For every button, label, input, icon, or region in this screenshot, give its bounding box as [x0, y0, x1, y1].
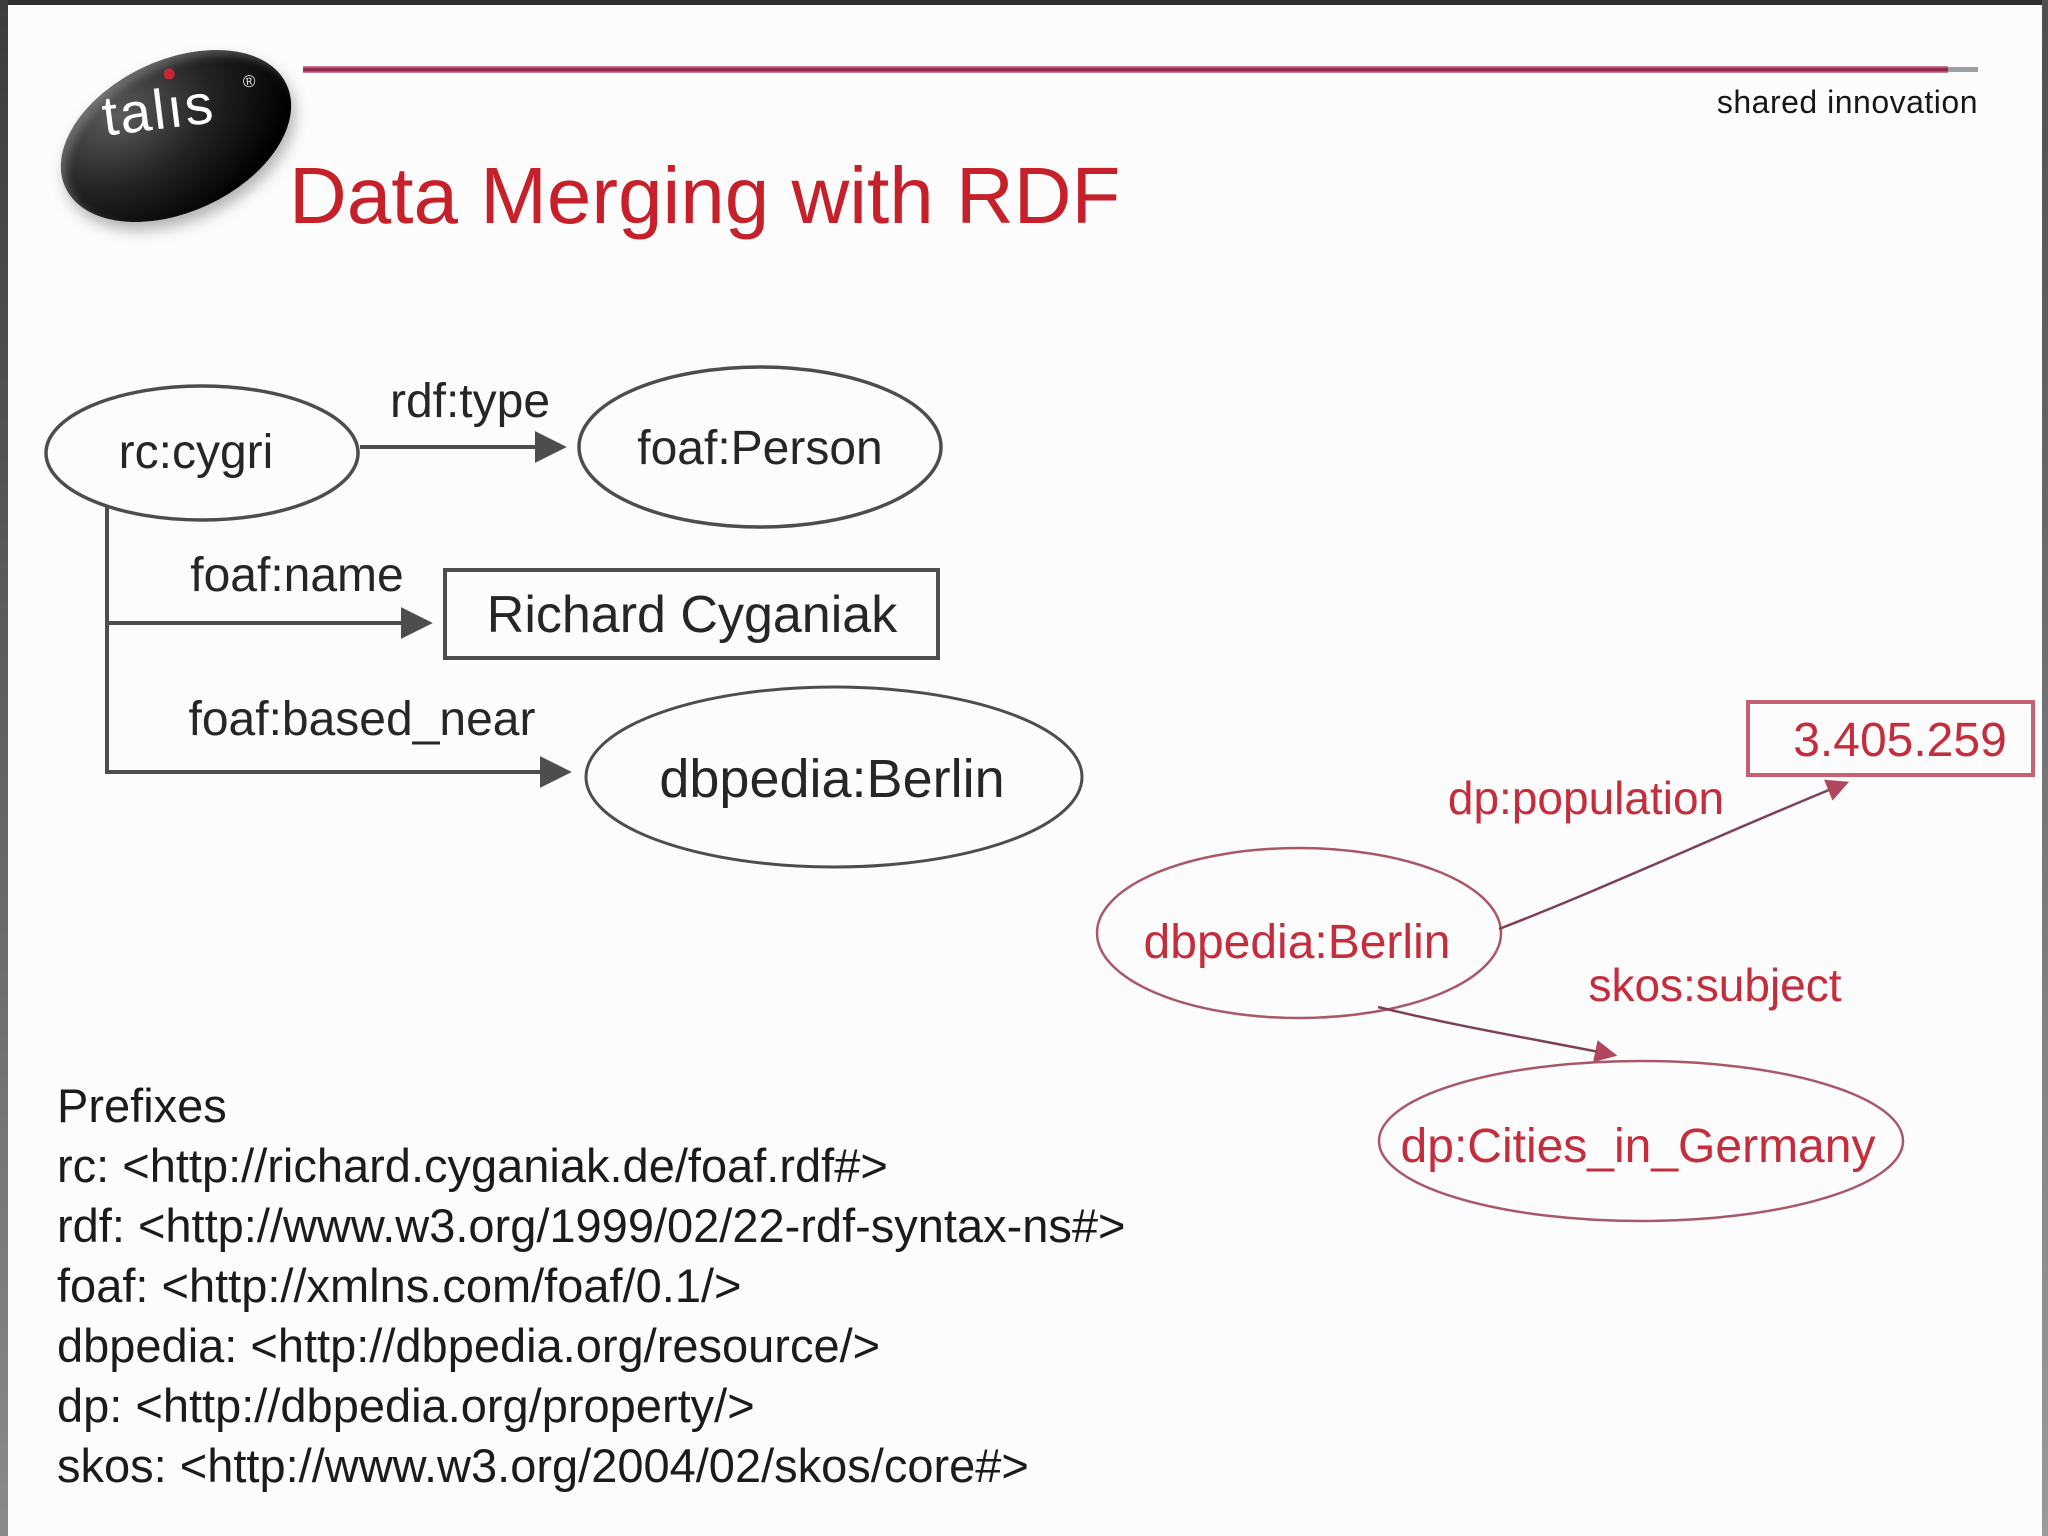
label-rdf-type: rdf:type [390, 375, 550, 428]
node-cities-in-germany [1377, 1059, 1905, 1223]
prefix-line-dbpedia: dbpedia: <http://dbpedia.org/resource/> [57, 1319, 881, 1372]
prefix-line-dp: dp: <http://dbpedia.org/property/> [57, 1379, 755, 1432]
frame-border-left [0, 0, 8, 1536]
prefixes-title: Prefixes [57, 1079, 227, 1132]
header-divider-line [303, 66, 1948, 73]
prefix-line-foaf: foaf: <http://xmlns.com/foaf/0.1/> [57, 1259, 742, 1312]
frame-border-top [0, 0, 2048, 5]
label-cities-in-germany: dp:Cities_in_Germany [1401, 1120, 1876, 1173]
label-foaf-name: foaf:name [190, 549, 403, 602]
frame-border-right [2042, 0, 2048, 1536]
edge-skos-subject [1377, 1005, 1618, 1063]
label-foaf-person: foaf:Person [637, 422, 882, 475]
prefixes-block: Prefixes rc: <http://richard.cyganiak.de… [57, 1076, 1126, 1496]
label-skos-subject: skos:subject [1588, 959, 1841, 1011]
node-population-value [1746, 700, 2035, 777]
label-population-value: 3.405.259 [1793, 714, 2007, 767]
label-foaf-based-near: foaf:based_near [189, 693, 536, 746]
label-dp-population: dp:population [1448, 772, 1724, 824]
tagline: shared innovation [1716, 84, 1978, 120]
label-richard-cyganiak: Richard Cyganiak [487, 586, 898, 644]
prefix-line-skos: skos: <http://www.w3.org/2004/02/skos/co… [57, 1439, 1029, 1492]
slide-title: Data Merging with RDF [289, 151, 1121, 240]
node-dbpedia-berlin-red [1095, 846, 1503, 1020]
prefix-line-rdf: rdf: <http://www.w3.org/1999/02/22-rdf-s… [57, 1199, 1126, 1252]
registered-trademark-icon: ® [241, 71, 257, 92]
logo-text-pre: tal [98, 77, 171, 148]
label-dbpedia-berlin-black: dbpedia:Berlin [659, 749, 1004, 809]
node-foaf-person [577, 365, 943, 529]
header-divider-line-tail [1948, 67, 1978, 72]
node-richard-cyganiak [443, 568, 940, 660]
prefix-line-rc: rc: <http://richard.cyganiak.de/foaf.rdf… [57, 1139, 888, 1192]
edge-dp-population [1498, 779, 1850, 931]
label-rc-cygri: rc:cygri [119, 426, 274, 479]
node-rc-cygri [44, 384, 360, 522]
node-dbpedia-berlin-black [584, 685, 1084, 869]
label-dbpedia-berlin-red: dbpedia:Berlin [1144, 916, 1451, 969]
